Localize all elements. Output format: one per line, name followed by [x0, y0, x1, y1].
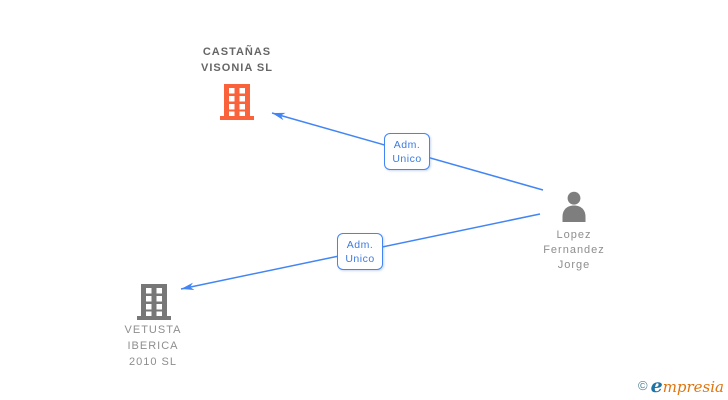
building-icon[interactable] [217, 83, 257, 121]
person-icon[interactable] [559, 191, 589, 223]
person-name: Lopez Fernandez Jorge [504, 228, 644, 273]
node-company-castanas-visonia[interactable]: CASTAÑAS VISONIA SL [162, 44, 312, 76]
edge-label-line: Adm. [393, 138, 421, 151]
edge-label-adm-unico-bottom: Adm. Unico [337, 233, 383, 270]
copyright-icon: © [638, 378, 648, 393]
edge-label-line: Unico [345, 252, 375, 265]
company-name-line: 2010 SL [129, 356, 177, 368]
company-name: VETUSTA IBERICA 2010 SL [78, 322, 228, 370]
node-company-vetusta-iberica[interactable]: VETUSTA IBERICA 2010 SL [78, 322, 228, 370]
node-person-lopez-fernandez-jorge[interactable]: Lopez Fernandez Jorge [504, 228, 644, 273]
company-name-line: VETUSTA [124, 324, 182, 336]
company-name-line: CASTAÑAS [202, 46, 272, 58]
edge-label-adm-unico-top: Adm. Unico [384, 133, 430, 170]
person-name-line: Fernandez [543, 244, 605, 256]
company-name-line: VISONIA SL [201, 62, 273, 74]
company-name: CASTAÑAS VISONIA SL [162, 44, 312, 76]
building-icon[interactable] [134, 283, 174, 321]
company-name-line: IBERICA [127, 340, 179, 352]
empresia-logo[interactable]: ©empresia [638, 375, 724, 397]
edge-label-line: Adm. [346, 238, 374, 251]
brand-initial: e [650, 375, 663, 397]
edge-label-line: Unico [392, 152, 422, 165]
person-name-line: Jorge [557, 259, 591, 271]
brand-name: mpresia [662, 378, 724, 396]
person-name-line: Lopez [556, 229, 592, 241]
